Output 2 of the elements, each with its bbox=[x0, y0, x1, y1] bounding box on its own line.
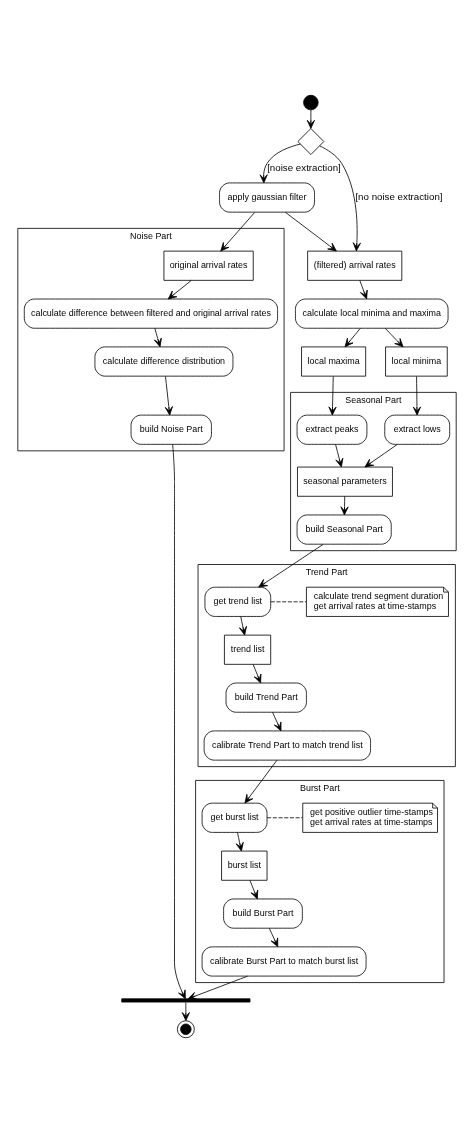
edge-label: [noise extraction] bbox=[267, 161, 341, 173]
edge-label: [no noise extraction] bbox=[355, 190, 443, 202]
